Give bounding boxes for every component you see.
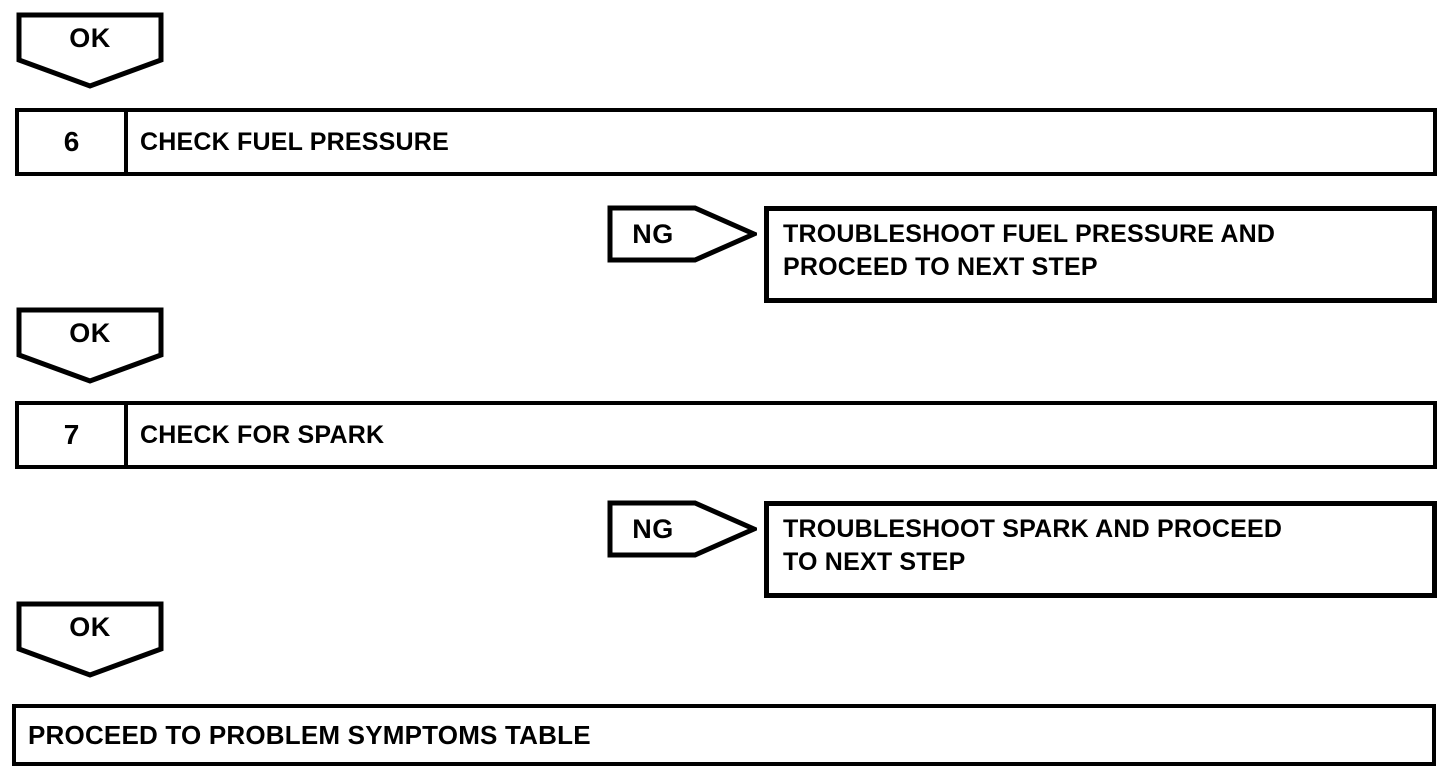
- ng-action-line: PROCEED TO NEXT STEP: [783, 253, 1098, 281]
- step-title: CHECK FOR SPARK: [140, 420, 385, 449]
- ng-pointer-arrow-icon: [607, 500, 757, 558]
- step-row-6: 6 CHECK FUEL PRESSURE: [15, 108, 1437, 176]
- ok-connector-1: OK: [16, 12, 164, 90]
- ok-connector-2: OK: [16, 307, 164, 385]
- ok-label: OK: [69, 611, 111, 642]
- step-row-7: 7 CHECK FOR SPARK: [15, 401, 1437, 469]
- ok-connector-3: OK: [16, 601, 164, 679]
- ng-label: NG: [632, 218, 674, 249]
- step-title: CHECK FUEL PRESSURE: [140, 127, 449, 156]
- step-number: 7: [19, 405, 128, 465]
- ng-action-box-1: TROUBLESHOOT FUEL PRESSURE AND PROCEED T…: [764, 206, 1437, 303]
- ok-banner-arrow-icon: [16, 601, 164, 678]
- ng-connector-2: NG: [607, 500, 757, 558]
- ok-label: OK: [69, 317, 111, 348]
- final-action-box: PROCEED TO PROBLEM SYMPTOMS TABLE: [12, 704, 1436, 766]
- ng-action-line: TROUBLESHOOT FUEL PRESSURE AND: [783, 220, 1276, 248]
- ng-action-box-2: TROUBLESHOOT SPARK AND PROCEED TO NEXT S…: [764, 501, 1437, 598]
- ok-banner-arrow-icon: [16, 307, 164, 384]
- ok-label: OK: [69, 22, 111, 53]
- ng-pointer-arrow-icon: [607, 205, 757, 263]
- ng-action-line: TO NEXT STEP: [783, 548, 966, 576]
- final-action-text: PROCEED TO PROBLEM SYMPTOMS TABLE: [28, 719, 591, 750]
- step-number: 6: [19, 112, 128, 172]
- ng-label: NG: [632, 513, 674, 544]
- ng-connector-1: NG: [607, 205, 757, 263]
- ng-action-line: TROUBLESHOOT SPARK AND PROCEED: [783, 515, 1283, 543]
- ok-banner-arrow-icon: [16, 12, 164, 89]
